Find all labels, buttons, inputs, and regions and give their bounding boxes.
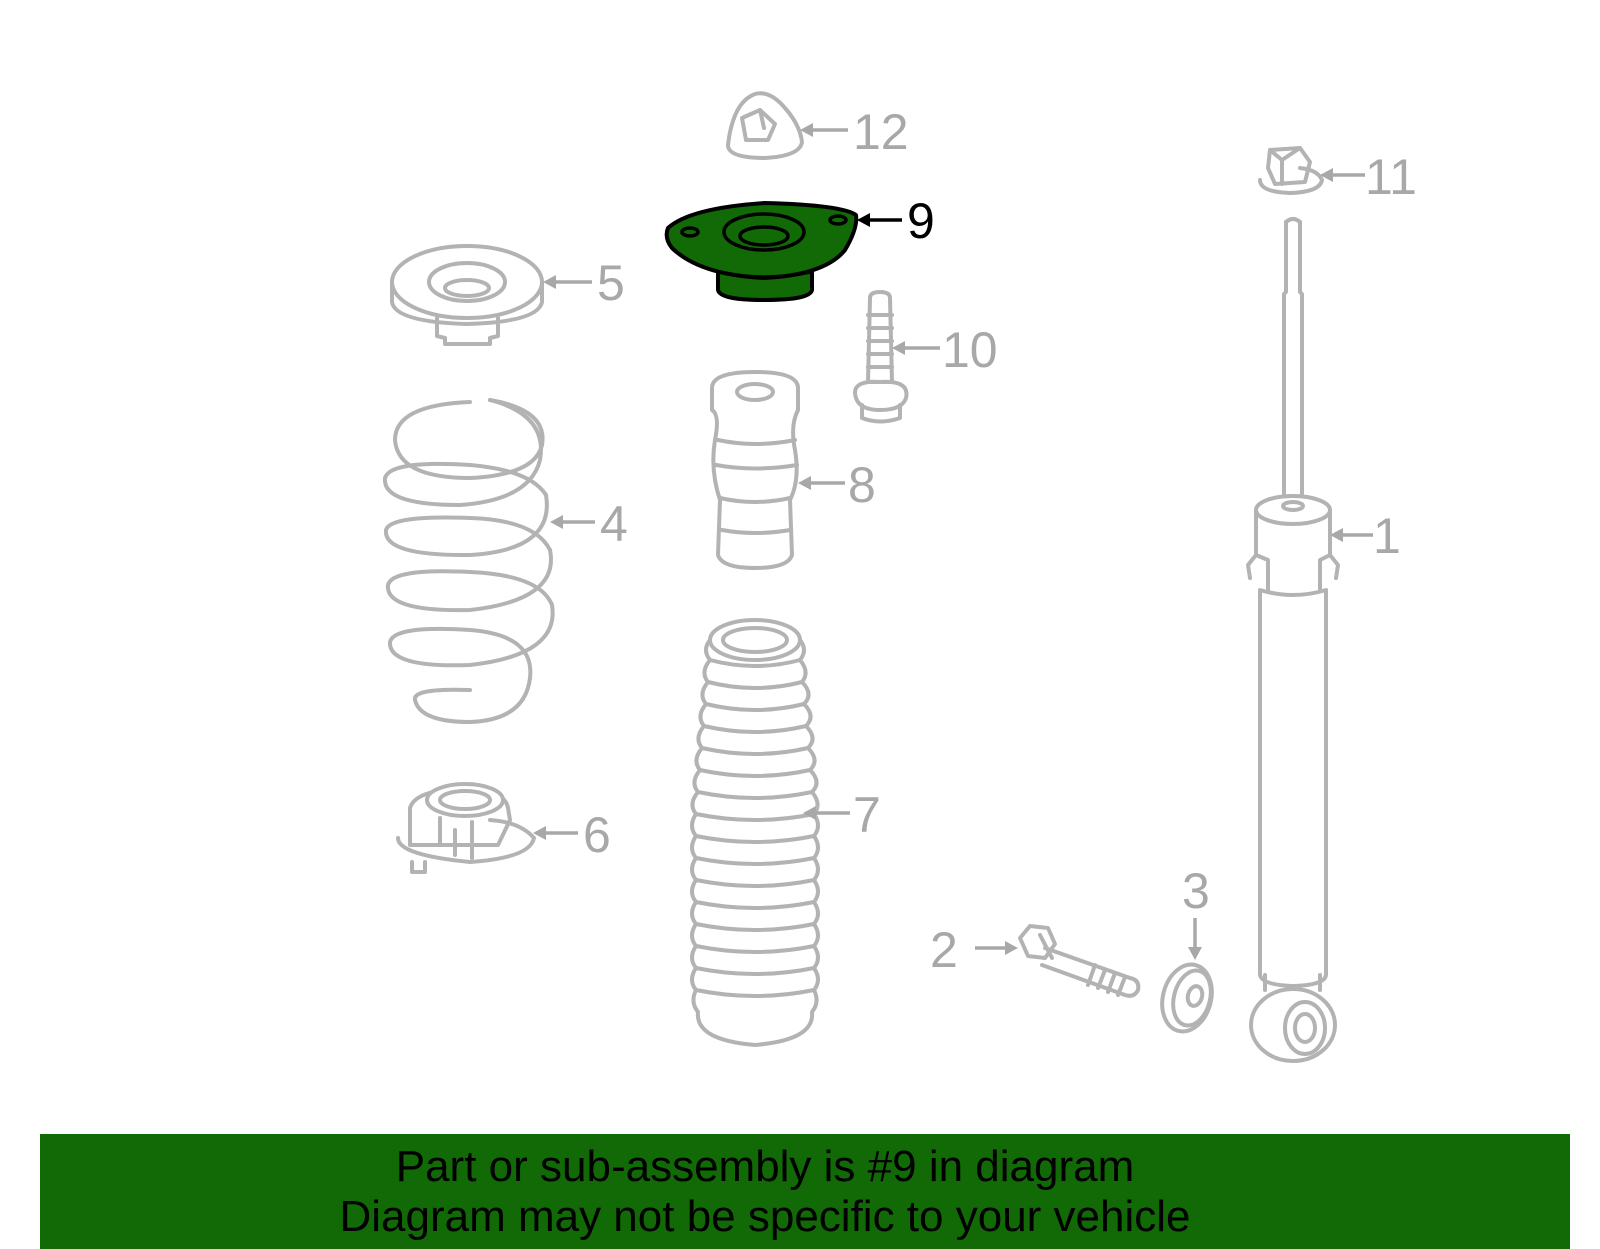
callout-label-11: 11 xyxy=(1365,149,1417,205)
part-12-cap[interactable] xyxy=(726,91,804,160)
callout-label-10: 10 xyxy=(942,322,998,378)
callout-label-5: 5 xyxy=(597,255,625,311)
banner-line-2: Diagram may not be specific to your vehi… xyxy=(339,1192,1191,1241)
callout-label-8: 8 xyxy=(848,457,876,513)
callout-1: 1 xyxy=(1330,508,1401,564)
callout-label-7: 7 xyxy=(853,787,881,843)
callout-9: 9 xyxy=(857,193,935,249)
part-4-coil-spring[interactable] xyxy=(382,398,555,724)
callout-3: 3 xyxy=(1182,863,1210,960)
callout-8: 8 xyxy=(798,457,876,513)
callout-label-12: 12 xyxy=(853,104,909,160)
callout-label-2: 2 xyxy=(930,922,958,978)
callout-5: 5 xyxy=(543,255,625,311)
part-3-washer[interactable] xyxy=(1155,959,1219,1037)
callout-10: 10 xyxy=(892,322,998,378)
callout-4: 4 xyxy=(550,496,628,552)
part-5-upper-spring-seat[interactable] xyxy=(390,244,544,346)
info-banner: Part or sub-assembly is #9 in diagram Di… xyxy=(40,1134,1570,1249)
callout-label-1: 1 xyxy=(1373,508,1401,564)
callout-2: 2 xyxy=(930,922,1018,978)
callout-12: 12 xyxy=(800,104,909,160)
callout-label-9: 9 xyxy=(907,193,935,249)
callout-7: 7 xyxy=(803,787,881,843)
part-9-strut-mount[interactable] xyxy=(664,201,859,302)
part-2-lower-bolt[interactable] xyxy=(1018,924,1141,998)
part-7-dust-boot[interactable] xyxy=(690,618,820,1047)
callout-6: 6 xyxy=(533,807,611,863)
part-1-shock-absorber[interactable] xyxy=(1246,217,1340,1063)
part-11-nut[interactable] xyxy=(1258,146,1324,195)
banner-line-1: Part or sub-assembly is #9 in diagram xyxy=(395,1142,1135,1191)
callout-label-6: 6 xyxy=(583,807,611,863)
part-6-lower-spring-seat[interactable] xyxy=(396,782,536,874)
callout-11: 11 xyxy=(1320,149,1417,205)
callout-label-4: 4 xyxy=(600,496,628,552)
part-8-bump-stop[interactable] xyxy=(710,370,800,570)
callout-label-3: 3 xyxy=(1182,863,1210,919)
part-10-bolt[interactable] xyxy=(853,290,909,424)
